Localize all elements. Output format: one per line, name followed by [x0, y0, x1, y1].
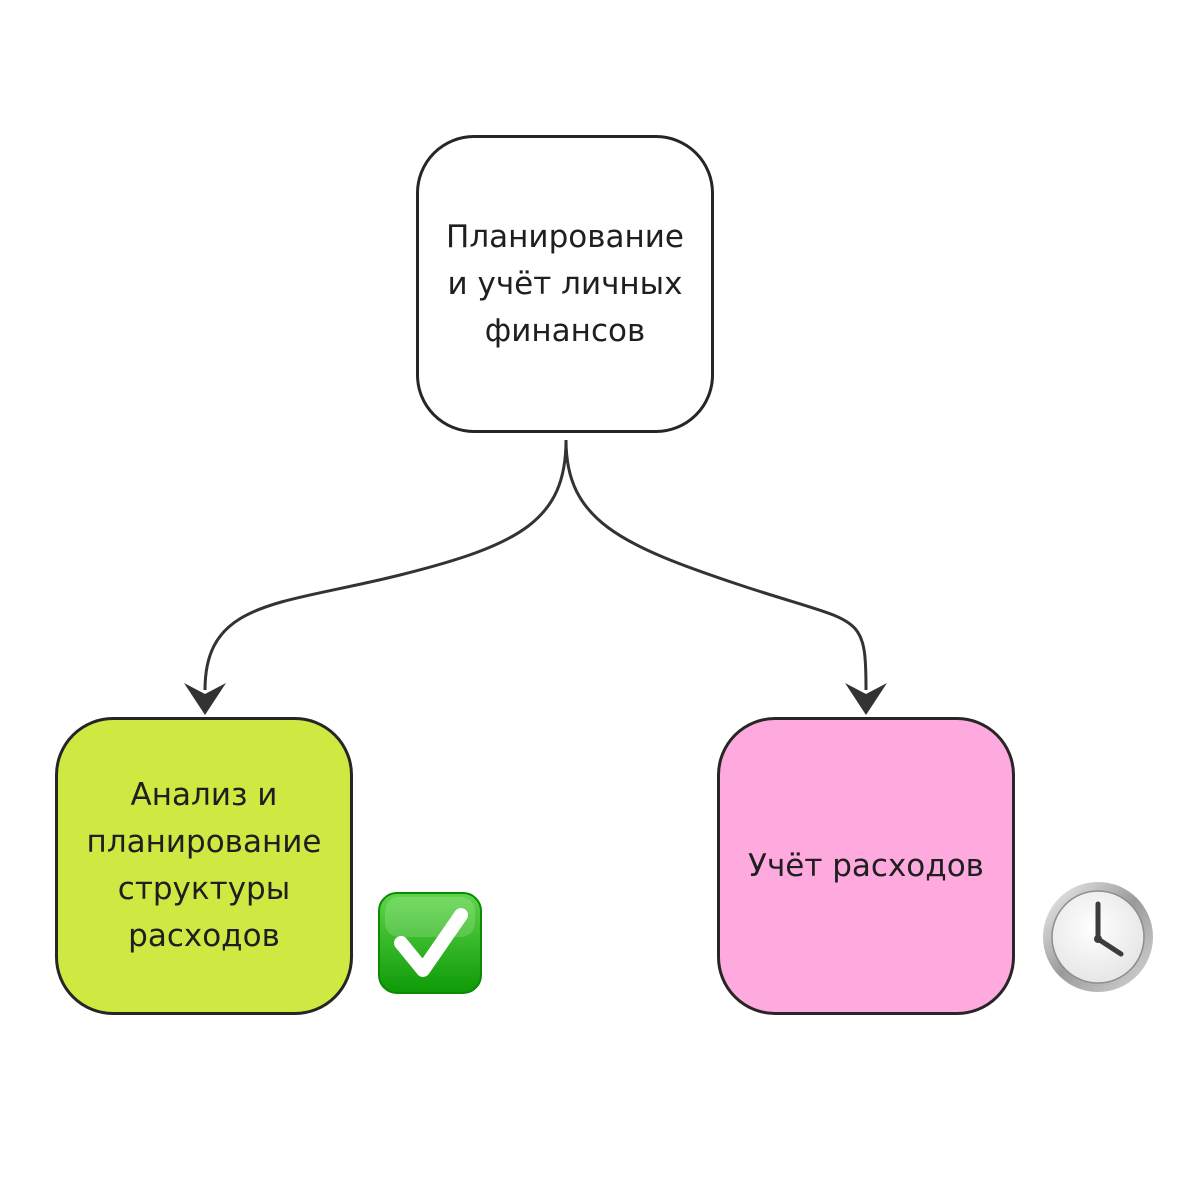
connector-top-to-right: [564, 439, 868, 691]
arrowhead-left: [184, 683, 226, 715]
arrowhead-right: [845, 683, 887, 715]
clock-icon: [1043, 882, 1153, 992]
node-label-line: структуры: [117, 871, 291, 907]
node-personal-finance: Планирование и учёт личных финансов: [416, 135, 714, 433]
node-label-line: Анализ и: [130, 777, 278, 813]
node-expense-analysis: Анализ и планирование структуры расходов: [55, 717, 353, 1015]
node-label-line: и учёт личных: [447, 265, 683, 302]
node-expense-tracking: Учёт расходов: [717, 717, 1015, 1015]
connector-top-to-left: [203, 439, 568, 691]
node-label-line: Учёт расходов: [748, 847, 984, 884]
node-label: Учёт расходов: [724, 843, 1008, 890]
check-mark-icon: [378, 892, 482, 994]
node-label-line: расходов: [128, 918, 280, 954]
node-label: Планирование и учёт личных финансов: [422, 214, 708, 355]
node-label-line: финансов: [484, 312, 646, 349]
node-label: Анализ и планирование структуры расходов: [63, 772, 346, 960]
node-label-line: Планирование: [446, 218, 684, 255]
node-label-line: планирование: [86, 824, 322, 860]
